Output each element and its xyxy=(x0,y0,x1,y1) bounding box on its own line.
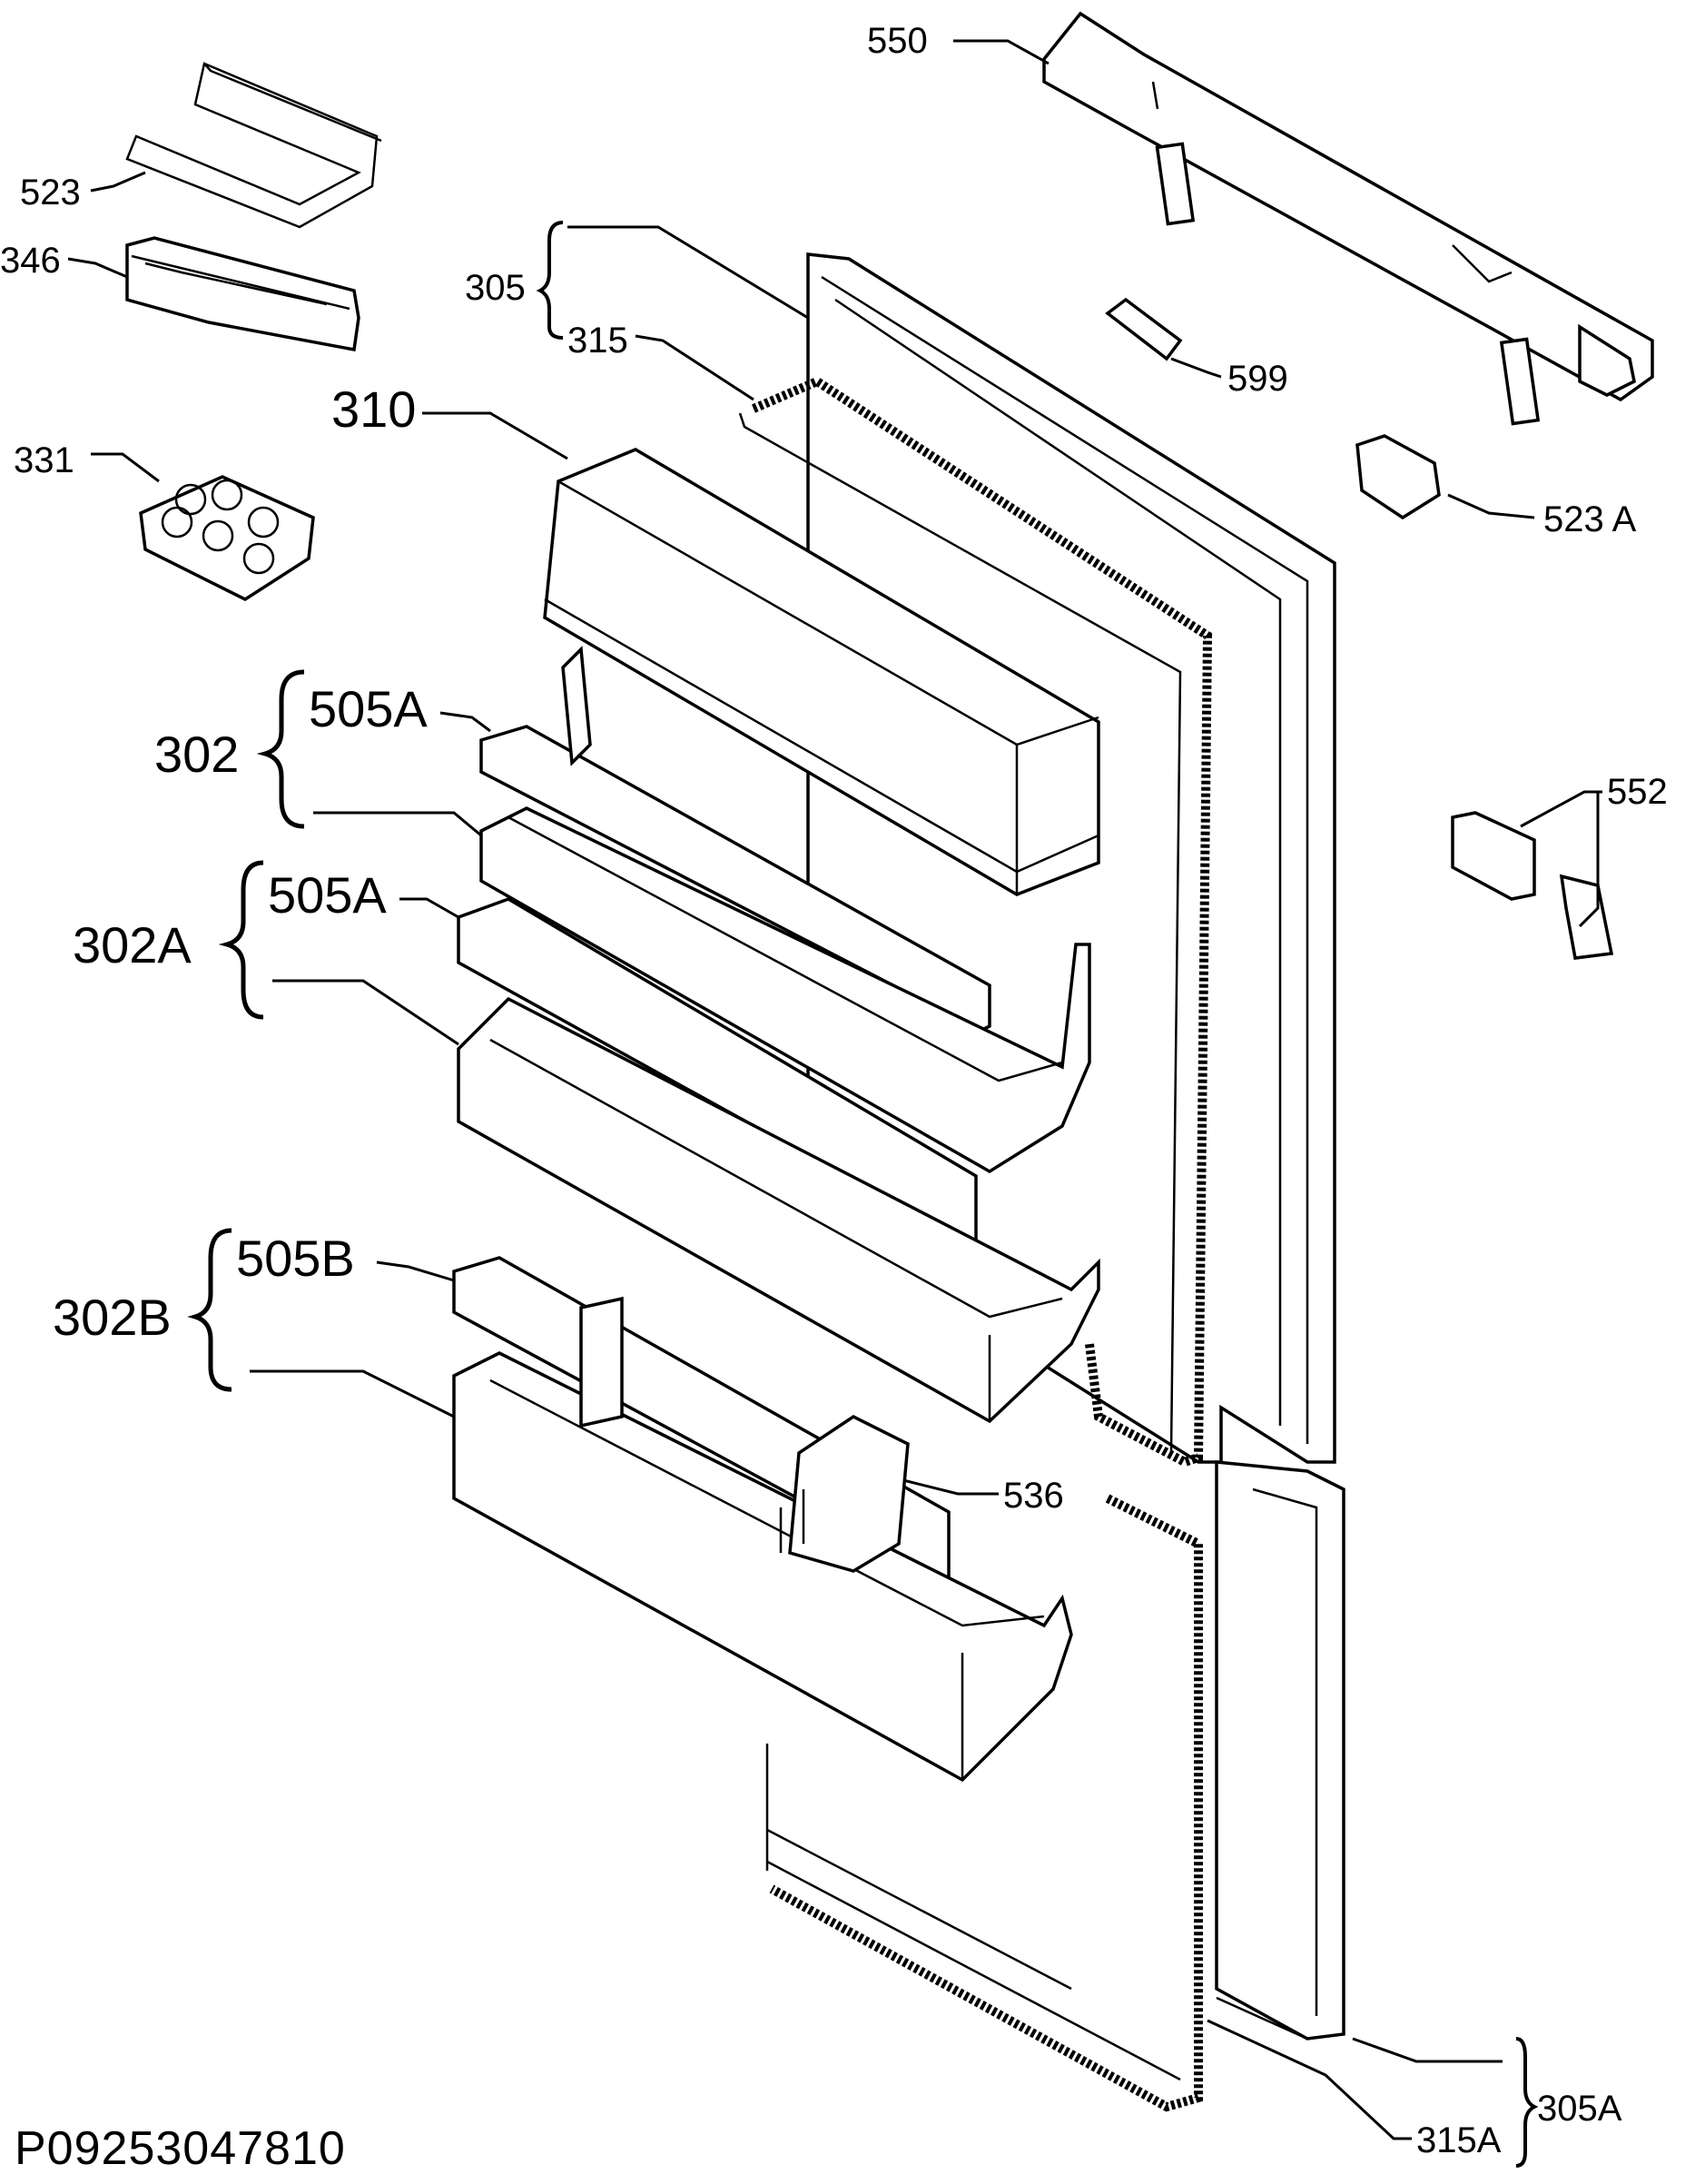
label-305: 305 xyxy=(465,268,526,308)
document-id: P09253047810 xyxy=(15,2122,346,2175)
part-302a-door-shelf xyxy=(457,897,1100,1424)
label-523: 523 xyxy=(20,173,81,212)
part-536-bottle-divider xyxy=(779,1414,910,1573)
part-305a-lower-door xyxy=(1215,1460,1345,2041)
part-302-door-shelf xyxy=(479,646,1091,1174)
label-599: 599 xyxy=(1227,359,1288,399)
label-302a: 302A xyxy=(73,916,192,973)
label-331: 331 xyxy=(14,440,74,480)
part-310-dairy-compartment xyxy=(543,448,1100,896)
label-346: 346 xyxy=(0,241,61,281)
leader-lines xyxy=(67,39,1602,2140)
part-550-hinge-cover xyxy=(1042,11,1654,426)
part-346-butter-tray xyxy=(125,236,360,352)
part-523-wire-rack xyxy=(125,62,382,229)
grouping-braces xyxy=(187,221,1539,2168)
label-315a: 315A xyxy=(1416,2120,1502,2160)
label-302: 302 xyxy=(154,726,239,783)
part-315-upper-gasket xyxy=(738,376,1213,1468)
label-552: 552 xyxy=(1607,772,1668,812)
label-523a: 523 A xyxy=(1543,499,1637,539)
part-523a-block xyxy=(1355,434,1441,520)
part-599-pin xyxy=(1105,297,1183,361)
label-550: 550 xyxy=(867,21,928,61)
label-505a-upper: 505A xyxy=(309,680,428,737)
label-310: 310 xyxy=(331,380,416,438)
label-536: 536 xyxy=(1003,1476,1064,1516)
label-505a-lower: 505A xyxy=(268,866,387,924)
label-302b: 302B xyxy=(53,1289,172,1346)
label-315: 315 xyxy=(567,321,628,361)
label-305a: 305A xyxy=(1537,2089,1622,2129)
label-505b: 505B xyxy=(236,1230,355,1287)
part-552-brackets xyxy=(1451,811,1614,960)
part-331-egg-tray xyxy=(139,475,315,602)
